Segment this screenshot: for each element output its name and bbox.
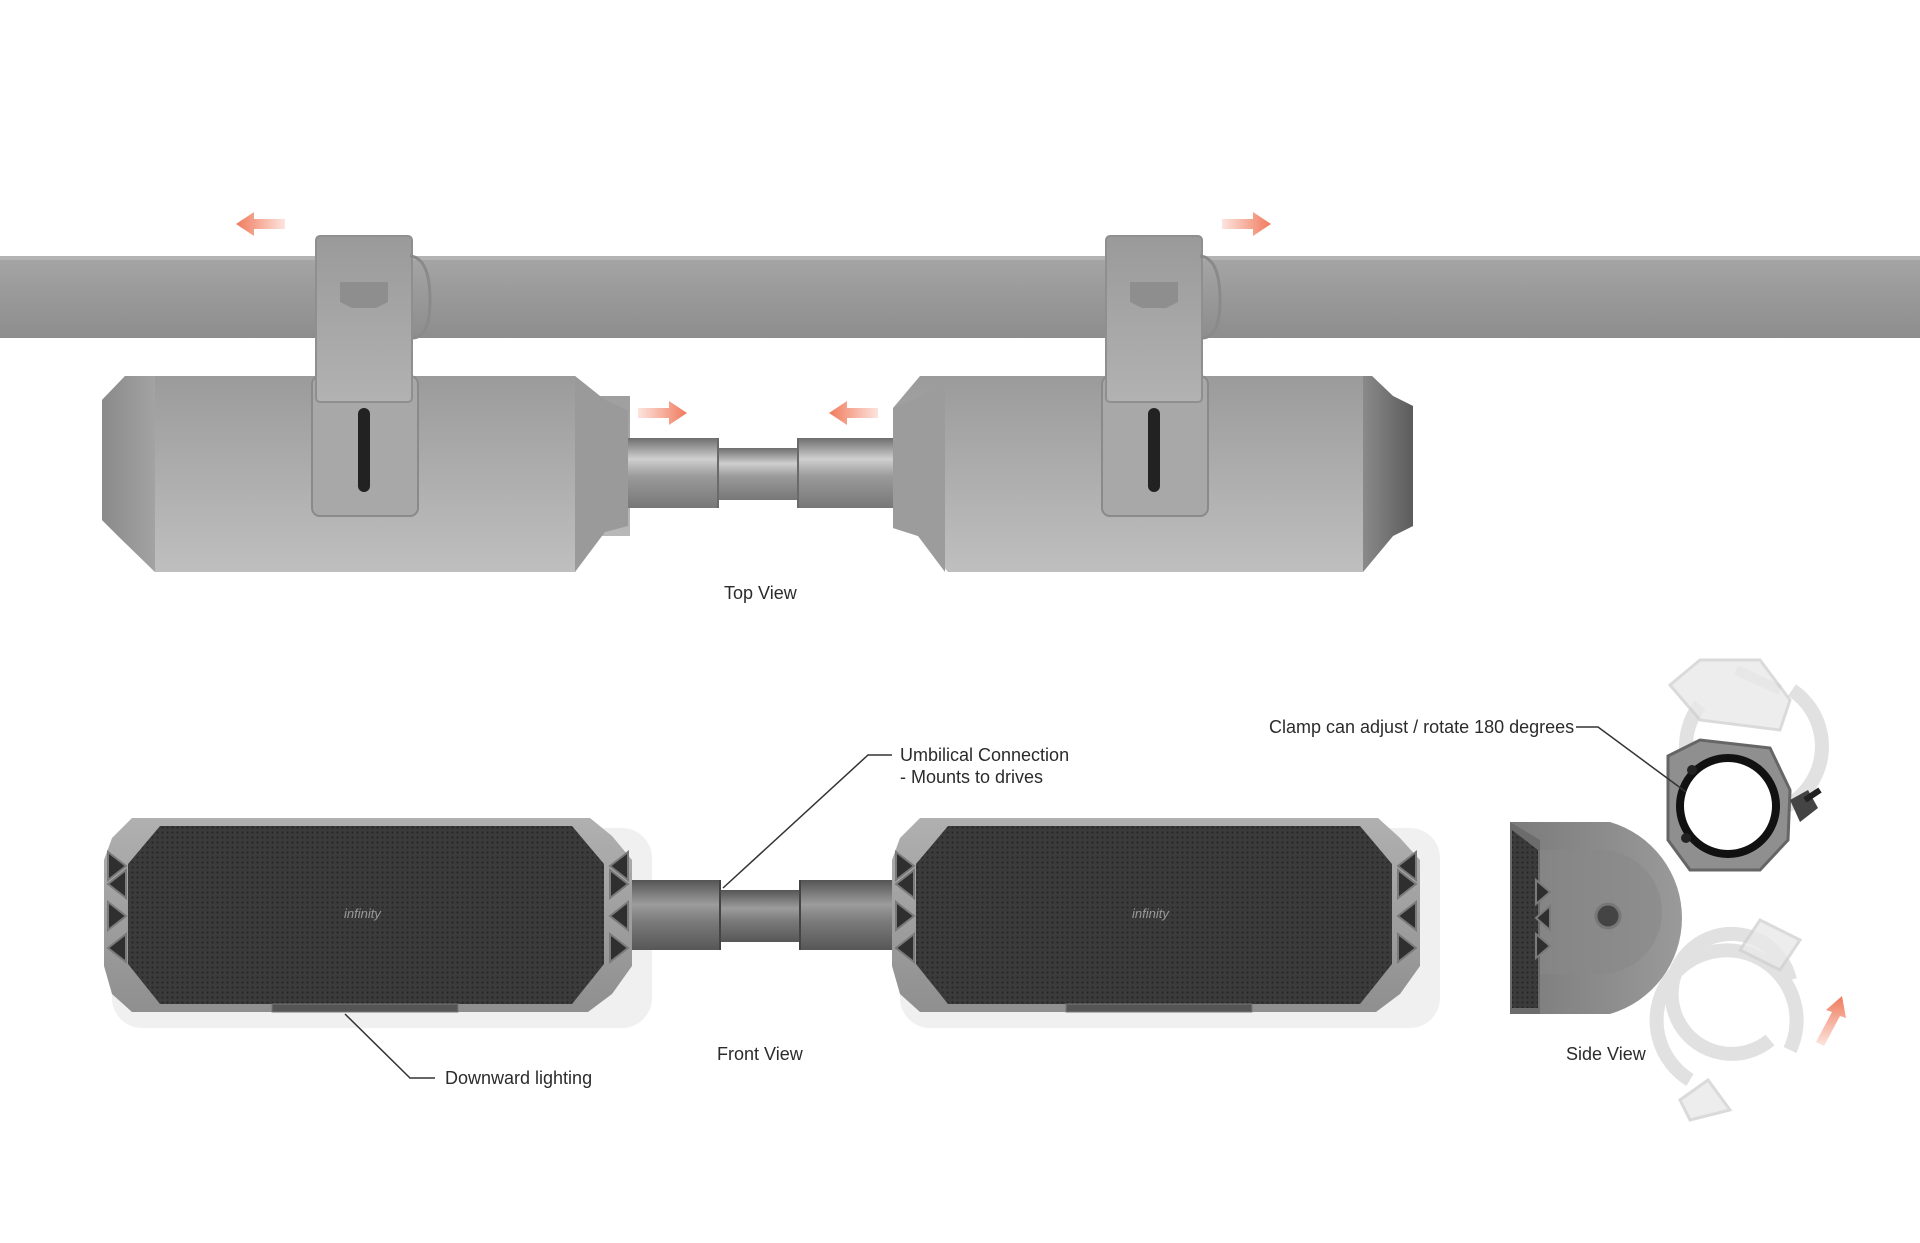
clamp-rotate-label: Clamp can adjust / rotate 180 degrees [1269,717,1575,737]
brand-logo: infinity [344,906,382,921]
top-view-label: Top View [724,583,797,603]
speaker-grille [128,826,604,1004]
arrow-icon [829,401,878,425]
mount-hole [1594,902,1622,930]
arrow-icon [1816,996,1846,1046]
downward-light-strip [1065,1003,1253,1013]
clamp-leader-line [1576,726,1687,793]
umbilical-connection-label: Umbilical Connection - Mounts to drives [900,744,1069,788]
arrow-icon [236,212,285,236]
front-view: infinity infinity [104,754,1440,1079]
downward-lighting-label: Downward lighting [445,1068,593,1088]
side-view-label: Side View [1566,1044,1646,1064]
lighting-leader-line [344,1013,435,1079]
mounting-rail [0,256,1920,338]
speaker-grille [916,826,1392,1004]
clamp-ghost-positions [1649,665,1829,1086]
top-speaker-left [102,235,630,572]
arrow-icon [1222,212,1271,236]
clamp-left [315,235,413,403]
front-umbilical [630,880,895,950]
top-speaker-right [893,235,1413,572]
umbilical-label-line1: Umbilical Connection [900,745,1070,765]
umbilical-label-line2: - Mounts to drives [900,767,1044,787]
clamp-right [1105,235,1203,403]
downward-light-strip [271,1003,459,1013]
front-view-label: Front View [717,1044,803,1064]
arrow-icon [638,401,687,425]
brand-logo: infinity [1132,906,1170,921]
front-speaker-right: infinity [892,818,1420,1013]
front-speaker-left: infinity [104,818,632,1013]
speaker-grille [1512,830,1538,1008]
side-clamp [1666,738,1822,872]
side-view [1510,658,1846,1122]
top-umbilical [628,438,893,508]
umbilical-leader-line [722,754,892,889]
top-view [0,212,1920,572]
